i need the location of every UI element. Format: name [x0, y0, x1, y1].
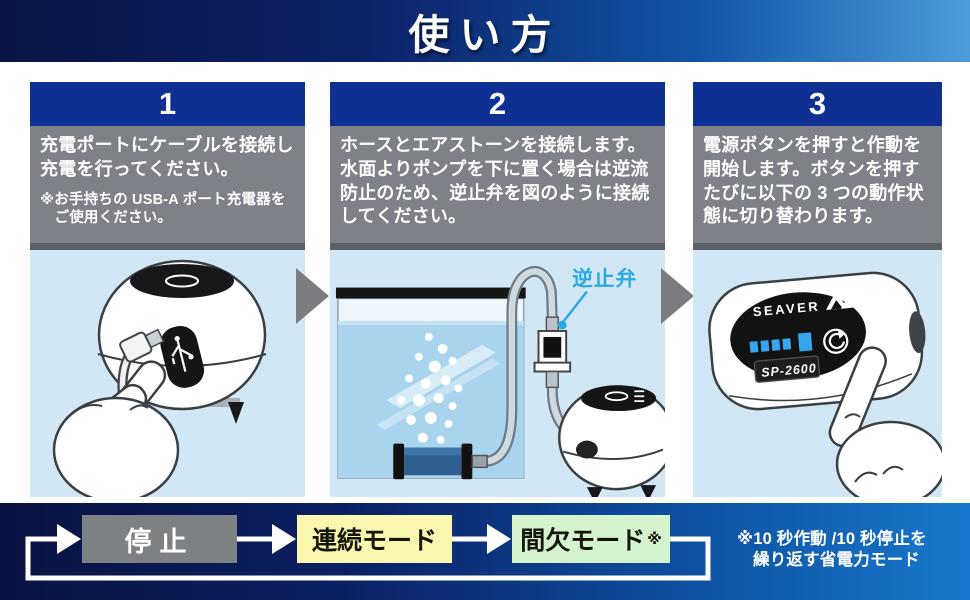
aquarium-setup-illustration: 逆止弁: [335, 266, 665, 497]
step-panel-1: 1 充電ポートにケーブルを接続し充電を行ってください。 ※お手持ちの USB-A…: [30, 82, 305, 497]
air-stone: [393, 443, 488, 480]
tank-rim: [335, 287, 526, 299]
control-panel: [730, 292, 866, 379]
page-title: 使い方: [408, 12, 562, 58]
battery-indicator: [749, 332, 813, 353]
step-1-description: 充電ポートにケーブルを接続し充電を行ってください。: [40, 135, 294, 179]
arrow-step2-to-step3-icon: [661, 268, 694, 324]
step-3-text-box: 電源ボタンを押すと作動を開始します。ボタンを押すたびに以下の 3 つの動作状態に…: [693, 126, 942, 250]
usb-cable-plug: [119, 328, 165, 363]
step-1-note: ※お手持ちの USB-A ポート充電器をご使用ください。: [40, 191, 286, 227]
mode-loop-diagram: [25, 524, 711, 581]
step-1-text-box: 充電ポートにケーブルを接続し充電を行ってください。 ※お手持ちの USB-A ポ…: [30, 126, 305, 250]
pump-foot: [586, 485, 657, 497]
usb-port: [160, 325, 205, 388]
pressing-hand: [828, 346, 942, 497]
air-pump-small: [558, 385, 665, 497]
step-3-illustration: SEAVER: [693, 250, 942, 497]
intermittent-note: ※10 秒作動 /10 秒停止を 繰り返す省電力モード: [737, 529, 927, 571]
mode-box-intermittent: 間欠モード※: [512, 515, 670, 563]
step-2-description: ホースとエアストーンを接続します。水面よりポンプを下に置く場合は逆流防止のため、…: [340, 135, 650, 227]
loop-line: [25, 536, 711, 581]
intermittent-label: 間欠モード: [520, 527, 646, 555]
mode-box-stop: 停止: [82, 515, 237, 563]
mode-box-continuous: 連続モード: [297, 515, 452, 563]
hand-holding-cable: [52, 360, 180, 497]
flow-arrow-icon: [57, 524, 81, 554]
check-valve-label: 逆止弁: [572, 267, 637, 291]
pump-foot: [228, 402, 244, 424]
title-banner: 使い方: [0, 0, 970, 62]
pump-charging-illustration: [52, 259, 267, 497]
brand-logo-icon: [825, 292, 854, 310]
note-line-2: 繰り返す省電力モード: [753, 551, 920, 570]
step-2-text-box: ホースとエアストーンを接続します。水面よりポンプを下に置く場合は逆流防止のため、…: [330, 126, 665, 250]
check-valve-callout: 逆止弁: [557, 267, 637, 330]
step-2-illustration: 逆止弁: [330, 250, 665, 497]
check-valve: [533, 316, 572, 389]
pump-device: SEAVER: [708, 271, 926, 411]
air-bubbles: [397, 332, 463, 444]
intermittent-asterisk: ※: [647, 531, 662, 548]
note-line-1: ※10 秒作動 /10 秒停止を: [737, 530, 927, 548]
flow-arrow-icon: [487, 524, 511, 554]
step-2-number: 2: [330, 82, 665, 126]
step-1-illustration: [30, 250, 305, 497]
air-nozzle: [909, 311, 926, 354]
power-button: [823, 328, 849, 354]
brand-label: SEAVER: [752, 299, 821, 320]
step-panel-2: 2 ホースとエアストーンを接続します。水面よりポンプを下に置く場合は逆流防止のた…: [330, 82, 665, 497]
usb-icon: [171, 340, 192, 372]
pump-inlet: [576, 440, 598, 459]
step-1-number: 1: [30, 82, 305, 126]
model-label: SP-2600: [761, 361, 818, 380]
pump-top-panel: [130, 264, 234, 298]
flow-arrow-icon: [272, 524, 296, 554]
pump-vent-icon: [165, 274, 199, 288]
step-panel-3: 3 電源ボタンを押すと作動を開始します。ボタンを押すたびに以下の 3 つの動作状…: [693, 82, 942, 497]
mode-flow-banner: 停止 連続モード 間欠モード※ ※10 秒作動 /10 秒停止を 繰り返す省電力…: [0, 503, 970, 600]
steps-area: 1 充電ポートにケーブルを接続し充電を行ってください。 ※お手持ちの USB-A…: [0, 62, 970, 503]
device-button-illustration: SEAVER: [708, 271, 942, 497]
step-3-number: 3: [693, 82, 942, 126]
arrow-step1-to-step2-icon: [296, 268, 329, 324]
step-3-description: 電源ボタンを押すと作動を開始します。ボタンを押すたびに以下の 3 つの動作状態に…: [703, 135, 924, 227]
